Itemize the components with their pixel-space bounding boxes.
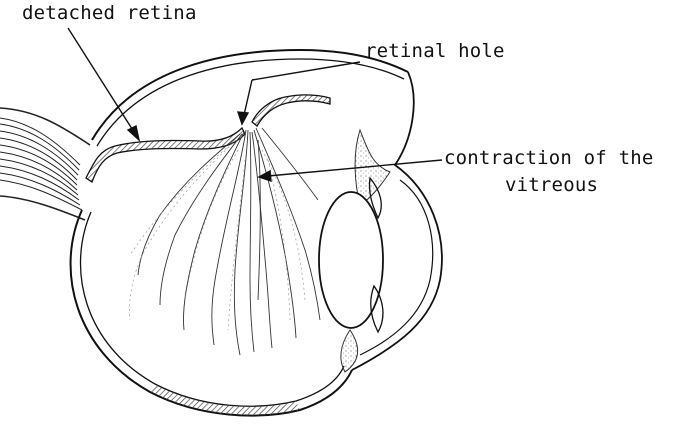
retinal-hole-pointer bbox=[252, 62, 360, 80]
label-contraction-line1: contraction of the bbox=[444, 147, 654, 169]
lens bbox=[319, 192, 383, 328]
optic-nerve bbox=[0, 108, 90, 220]
label-retinal-hole: retinal hole bbox=[365, 40, 505, 62]
vitreous-fibers bbox=[138, 128, 320, 355]
detached-retina-pointer bbox=[68, 28, 134, 132]
label-detached-retina: detached retina bbox=[22, 2, 197, 24]
label-contraction-line2: vitreous bbox=[505, 174, 598, 196]
detached-retina bbox=[86, 95, 330, 182]
vitreous-stipple bbox=[130, 140, 305, 330]
